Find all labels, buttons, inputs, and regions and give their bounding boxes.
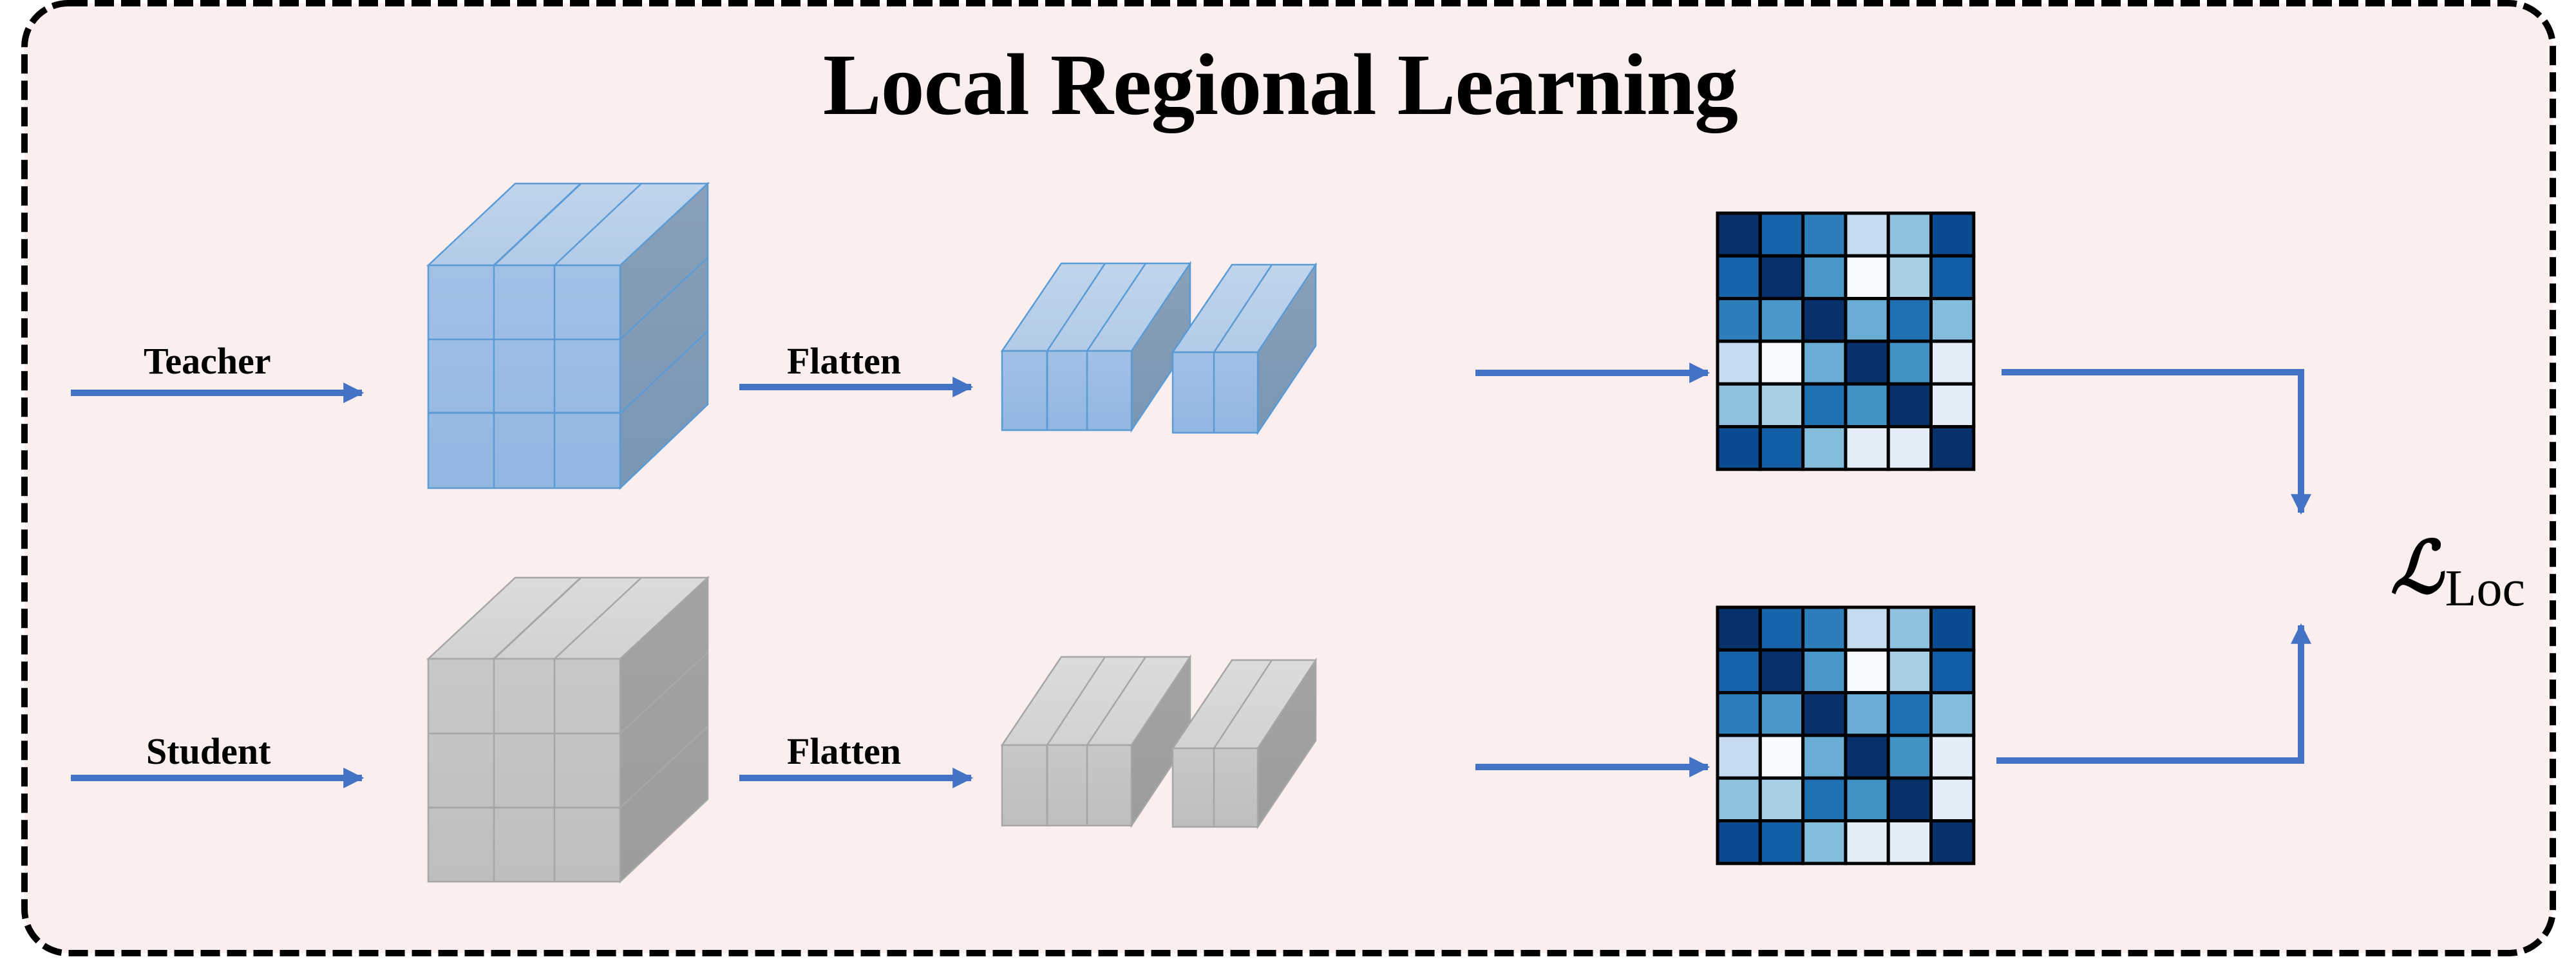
student-similarity-heatmap [1716, 605, 1976, 866]
heatmap-cell [1801, 425, 1848, 471]
teacher-label: Teacher [144, 340, 271, 382]
heatmap-cell [1929, 819, 1976, 866]
heatmap-cell [1844, 297, 1890, 343]
heatmap-cell [1929, 776, 1976, 822]
heatmap-cell [1886, 297, 1933, 343]
heatmap-cell [1886, 605, 1933, 652]
heatmap-cell [1801, 776, 1848, 822]
heatmap-cell [1844, 254, 1890, 301]
heatmap-cell [1929, 254, 1976, 301]
heatmap-cell [1801, 605, 1848, 652]
heatmap-cell [1716, 382, 1762, 429]
heatmap-cell [1844, 382, 1890, 429]
heatmap-cell [1844, 339, 1890, 386]
heatmap-cell [1844, 605, 1890, 652]
heatmap-cell [1886, 211, 1933, 258]
panel-border [21, 0, 2556, 956]
heatmap-cell [1929, 211, 1976, 258]
student-flattened-bars-icon [1000, 654, 1318, 830]
student-label: Student [146, 730, 271, 772]
local-loss-label: ℒLoc [2391, 532, 2525, 615]
heatmap-cell [1758, 297, 1805, 343]
heatmap-cell [1758, 776, 1805, 822]
heatmap-cell [1801, 211, 1848, 258]
heatmap-cell [1844, 425, 1890, 471]
teacher-feature-cube-icon [426, 182, 710, 490]
heatmap-cell [1801, 254, 1848, 301]
student-feature-cube-icon [426, 576, 710, 884]
heatmap-cell [1801, 691, 1848, 737]
heatmap-cell [1716, 734, 1762, 780]
heatmap-cell [1929, 691, 1976, 737]
heatmap-cell [1758, 339, 1805, 386]
heatmap-cell [1929, 297, 1976, 343]
heatmap-cell [1716, 819, 1762, 866]
heatmap-cell [1716, 297, 1762, 343]
heatmap-cell [1844, 211, 1890, 258]
heatmap-cell [1886, 776, 1933, 822]
heatmap-cell [1886, 382, 1933, 429]
heatmap-cell [1929, 734, 1976, 780]
teacher-flattened-bars-icon [1000, 260, 1318, 436]
heatmap-cell [1844, 776, 1890, 822]
heatmap-cell [1801, 819, 1848, 866]
heatmap-cell [1801, 648, 1848, 695]
heatmap-cell [1886, 254, 1933, 301]
student-to-loss-arrow [1996, 623, 2312, 764]
heatmap-cell [1758, 211, 1805, 258]
heatmap-cell [1929, 605, 1976, 652]
heatmap-cell [1929, 425, 1976, 471]
heatmap-cell [1758, 691, 1805, 737]
heatmap-cell [1716, 605, 1762, 652]
heatmap-cell [1801, 297, 1848, 343]
diagram-title: Local Regional Learning [822, 37, 1738, 133]
heatmap-cell [1929, 648, 1976, 695]
teacher-branch [71, 182, 2312, 515]
loss-symbol: ℒ [2391, 526, 2443, 610]
heatmap-cell [1716, 691, 1762, 737]
heatmap-cell [1886, 339, 1933, 386]
heatmap-cell [1716, 254, 1762, 301]
heatmap-cell [1886, 819, 1933, 866]
heatmap-cell [1801, 734, 1848, 780]
heatmap-cell [1758, 425, 1805, 471]
heatmap-cell [1758, 734, 1805, 780]
heatmap-cell [1929, 339, 1976, 386]
teacher-similarity-heatmap [1716, 211, 1976, 471]
heatmap-cell [1886, 734, 1933, 780]
heatmap-cell [1844, 819, 1890, 866]
heatmap-cell [1886, 425, 1933, 471]
heatmap-cell [1801, 339, 1848, 386]
loss-subscript: Loc [2445, 560, 2526, 617]
teacher-to-loss-arrow [2002, 369, 2312, 515]
heatmap-cell [1801, 382, 1848, 429]
teacher-flatten-label: Flatten [787, 340, 902, 382]
heatmap-cell [1716, 211, 1762, 258]
heatmap-cell [1716, 425, 1762, 471]
heatmap-cell [1844, 691, 1890, 737]
heatmap-cell [1844, 648, 1890, 695]
heatmap-cell [1758, 254, 1805, 301]
heatmap-cell [1886, 648, 1933, 695]
heatmap-cell [1716, 776, 1762, 822]
student-branch [71, 576, 2312, 884]
heatmap-cell [1886, 691, 1933, 737]
heatmap-cell [1758, 648, 1805, 695]
heatmap-cell [1758, 382, 1805, 429]
heatmap-cell [1844, 734, 1890, 780]
heatmap-cell [1758, 605, 1805, 652]
heatmap-cell [1716, 339, 1762, 386]
heatmap-cell [1716, 648, 1762, 695]
heatmap-cell [1758, 819, 1805, 866]
student-flatten-label: Flatten [787, 730, 902, 772]
heatmap-cell [1929, 382, 1976, 429]
